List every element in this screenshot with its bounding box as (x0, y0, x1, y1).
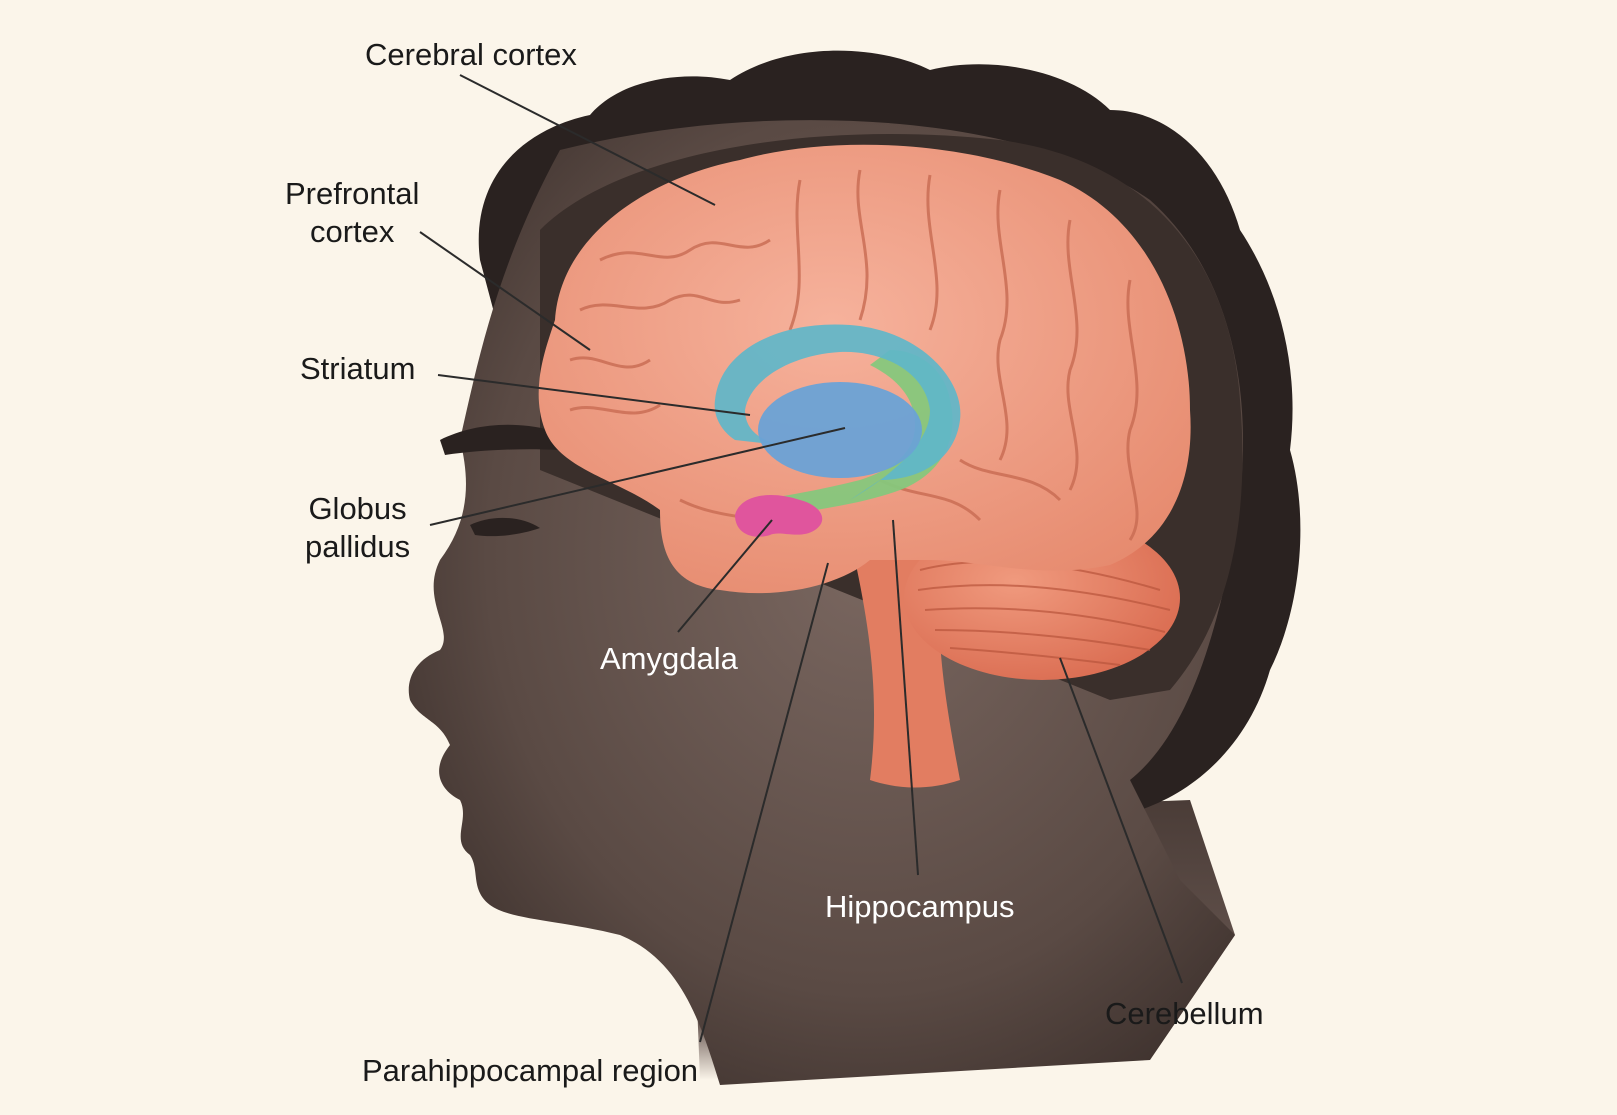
label-hippocampus: Hippocampus (825, 889, 1015, 924)
gyri-texture (569, 169, 1139, 541)
eye-shape (470, 517, 540, 537)
leader-line-parahippocampal (699, 562, 829, 1043)
leader-lines (419, 74, 1183, 1043)
label-prefrontal-cortex: Prefrontal cortex (285, 175, 419, 251)
leader-line-prefrontal-cortex (419, 231, 591, 351)
label-amygdala: Amygdala (600, 641, 738, 676)
leader-line-striatum (437, 374, 751, 416)
leader-line-amygdala (677, 519, 773, 633)
leader-line-cerebellum (1059, 657, 1183, 984)
leader-line-cerebral-cortex (459, 74, 716, 206)
striatum-shape (714, 324, 961, 500)
label-prefrontal-cortex-line2: cortex (309, 214, 395, 249)
label-cerebral-cortex: Cerebral cortex (365, 37, 577, 72)
leader-line-globus-pallidus (429, 427, 846, 526)
leader-line-hippocampus (892, 519, 919, 876)
amygdala-shape (735, 495, 823, 537)
eyebrow-shape (440, 424, 560, 455)
label-globus-pallidus: Globus pallidus (305, 490, 410, 566)
label-striatum: Striatum (300, 351, 416, 386)
label-cerebellum: Cerebellum (1105, 996, 1264, 1031)
label-globus-pallidus-line2: pallidus (305, 529, 411, 564)
hippocampus-shape (760, 350, 953, 520)
label-globus-pallidus-line1: Globus (308, 491, 407, 526)
label-parahippocampal-region: Parahippocampal region (362, 1053, 699, 1088)
label-prefrontal-cortex-line1: Prefrontal (285, 176, 420, 211)
